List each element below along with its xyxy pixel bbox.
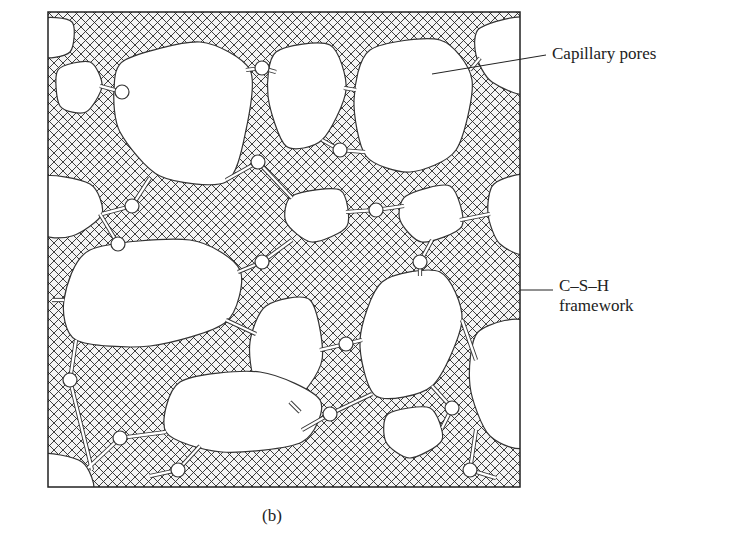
- gel-pore: [111, 237, 125, 251]
- gel-channel: [462, 320, 476, 360]
- gel-pore: [339, 337, 353, 351]
- gel-channel: [88, 432, 166, 468]
- gel-pore: [255, 61, 269, 75]
- gel-pore: [171, 463, 185, 477]
- gel-channel: [290, 402, 300, 412]
- gel-channel: [344, 88, 356, 90]
- csh-framework: [48, 12, 520, 487]
- capillary-pore: [63, 239, 241, 347]
- gel-channel: [470, 58, 480, 70]
- gel-channel: [238, 240, 292, 272]
- frame-border: [48, 12, 520, 487]
- capillary-pore: [48, 454, 94, 487]
- gel-channel-edge: [462, 320, 476, 360]
- gel-pore: [115, 85, 129, 99]
- gel-pore: [369, 203, 383, 217]
- capillary-pore: [360, 270, 462, 398]
- leader-line: [432, 55, 546, 74]
- gel-channel: [102, 178, 150, 214]
- gel-pore: [251, 155, 265, 169]
- gel-pore: [445, 401, 459, 415]
- capillary-pore: [48, 176, 103, 238]
- gel-channel-edge: [52, 298, 64, 302]
- capillary-pore: [285, 189, 349, 242]
- capillary-pore: [268, 43, 347, 149]
- gel-channel-edge: [302, 394, 372, 430]
- leader-line: [520, 290, 553, 291]
- capillary-pore: [164, 371, 321, 452]
- gel-pore: [255, 255, 269, 269]
- gel-channel: [460, 214, 490, 220]
- gel-pore: [333, 143, 347, 157]
- gel-channel: [70, 340, 92, 470]
- capillary-pore: [488, 174, 520, 255]
- gel-pore: [125, 199, 139, 213]
- gel-channel-edge: [460, 214, 490, 220]
- figure-letter: (b): [262, 506, 322, 526]
- capillary-pore: [384, 407, 443, 458]
- framework-label: C–S–H framework: [559, 276, 641, 317]
- gel-channel-edge: [150, 446, 200, 476]
- gel-channels: [52, 58, 496, 478]
- gel-pore: [463, 463, 477, 477]
- capillary-pore: [475, 17, 520, 95]
- capillary-pore: [114, 42, 253, 185]
- gel-channel-edge: [226, 320, 256, 334]
- gel-channel-edge: [290, 402, 300, 412]
- gel-channel-edge: [70, 340, 92, 470]
- pore-label: Capillary pores: [552, 44, 722, 64]
- capillary-pore: [56, 61, 102, 113]
- gel-channel: [226, 320, 256, 334]
- gel-channel-edge: [238, 240, 292, 272]
- gel-channel: [150, 446, 200, 476]
- capillary-pore: [399, 185, 463, 242]
- capillary-pore: [469, 319, 520, 448]
- gel-channel-edge: [88, 432, 166, 468]
- gel-pore: [413, 255, 427, 269]
- gel-pore: [323, 407, 337, 421]
- capillary-pore: [48, 18, 74, 58]
- gel-pore: [113, 431, 127, 445]
- capillary-pores: [48, 17, 520, 487]
- gel-channel-edge: [470, 58, 480, 70]
- capillary-pore: [354, 39, 472, 172]
- gel-channel: [52, 299, 64, 301]
- gel-channel-edge: [102, 178, 150, 214]
- gel-channel-edge: [344, 88, 356, 90]
- gel-channel: [302, 394, 372, 430]
- gel-pore: [63, 373, 77, 387]
